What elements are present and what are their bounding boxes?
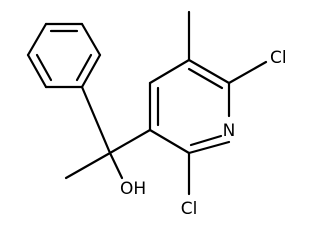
bond-carbinol-oxygen bbox=[108, 151, 124, 180]
bond-py-c4-c5 bbox=[148, 58, 191, 85]
chlorine-label-top: Cl bbox=[270, 48, 287, 68]
bond-ph-double-3 bbox=[35, 53, 53, 82]
chlorine-label-bottom: Cl bbox=[181, 199, 198, 219]
nitrogen-label: N bbox=[223, 121, 236, 141]
bond-carbinol-pyridine bbox=[108, 128, 152, 155]
phenyl-ring bbox=[26, 22, 102, 89]
bond-py-c5-c6 bbox=[187, 58, 231, 85]
bond-ph-6 bbox=[26, 22, 48, 57]
bond-ph-5 bbox=[26, 53, 48, 89]
bond-py-n-c2 bbox=[187, 140, 231, 155]
bond-py-c2-c3 bbox=[148, 128, 191, 155]
bond-py-double-3 bbox=[189, 134, 223, 147]
bond-ph-3 bbox=[80, 53, 102, 89]
hydroxyl-label: OH bbox=[120, 179, 146, 199]
bond-ph-2 bbox=[80, 22, 102, 57]
bond-phenyl-carbinol bbox=[80, 85, 112, 155]
bond-py-double-2 bbox=[187, 67, 224, 90]
pyridine-ring bbox=[148, 58, 231, 155]
bond-ph-double-2 bbox=[75, 53, 93, 82]
bond-carbinol-methyl bbox=[64, 151, 112, 180]
bond-c6-chlorine bbox=[227, 60, 268, 85]
structure-diagram: N Cl Cl OH bbox=[26, 10, 287, 219]
